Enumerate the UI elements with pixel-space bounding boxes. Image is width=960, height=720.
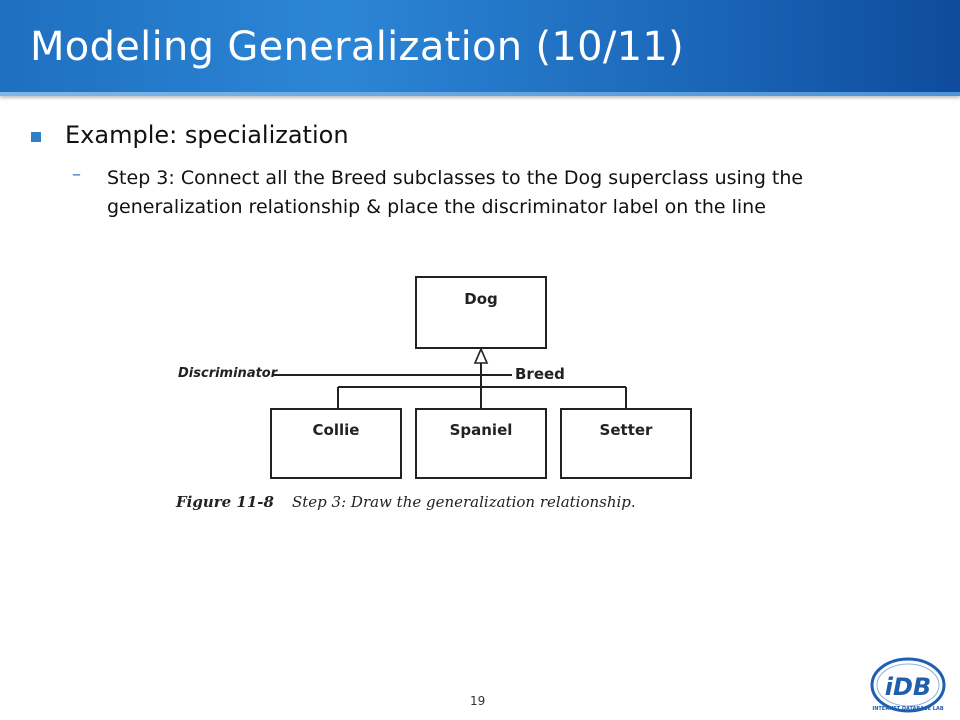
idb-logo: iDB INTERNET DATABASE LAB <box>868 652 948 714</box>
breed-label: Breed <box>515 365 565 383</box>
bullet-level-2: – Step 3: Connect all the Breed subclass… <box>72 164 902 222</box>
page-number: 19 <box>470 694 486 708</box>
bullet-level-1: Example: specialization <box>31 121 349 149</box>
collie-class-label: Collie <box>313 421 360 439</box>
idb-logo-ring-text: INTERNET DATABASE LAB <box>872 706 943 712</box>
generalization-arrowhead <box>473 346 489 364</box>
sub-bullet-text: Step 3: Connect all the Breed subclasses… <box>107 167 804 218</box>
discriminator-label: Discriminator <box>178 366 279 381</box>
setter-class-box <box>560 408 692 479</box>
uml-figure: Dog Discriminator Breed Collie Spaniel S… <box>170 270 710 530</box>
idb-logo-text: iDB <box>885 673 931 701</box>
dog-class-box <box>415 276 547 349</box>
slide-title: Modeling Generalization (10/11) <box>30 24 685 70</box>
figure-caption: Step 3: Draw the generalization relation… <box>292 493 636 511</box>
title-bar: Modeling Generalization (10/11) <box>0 0 960 96</box>
bullet-text: Example: specialization <box>65 121 349 149</box>
uml-diagram: Dog Discriminator Breed Collie Spaniel S… <box>175 276 692 511</box>
figure-number: Figure 11-8 <box>175 493 275 511</box>
setter-class-label: Setter <box>600 421 653 439</box>
dash-bullet-icon: – <box>72 164 81 185</box>
spaniel-class-box <box>415 408 547 479</box>
collie-class-box <box>270 408 402 479</box>
idb-logo-icon: iDB INTERNET DATABASE LAB <box>870 657 946 713</box>
dog-class-label: Dog <box>464 290 498 308</box>
square-bullet-icon <box>31 131 41 142</box>
spaniel-class-label: Spaniel <box>450 421 513 439</box>
